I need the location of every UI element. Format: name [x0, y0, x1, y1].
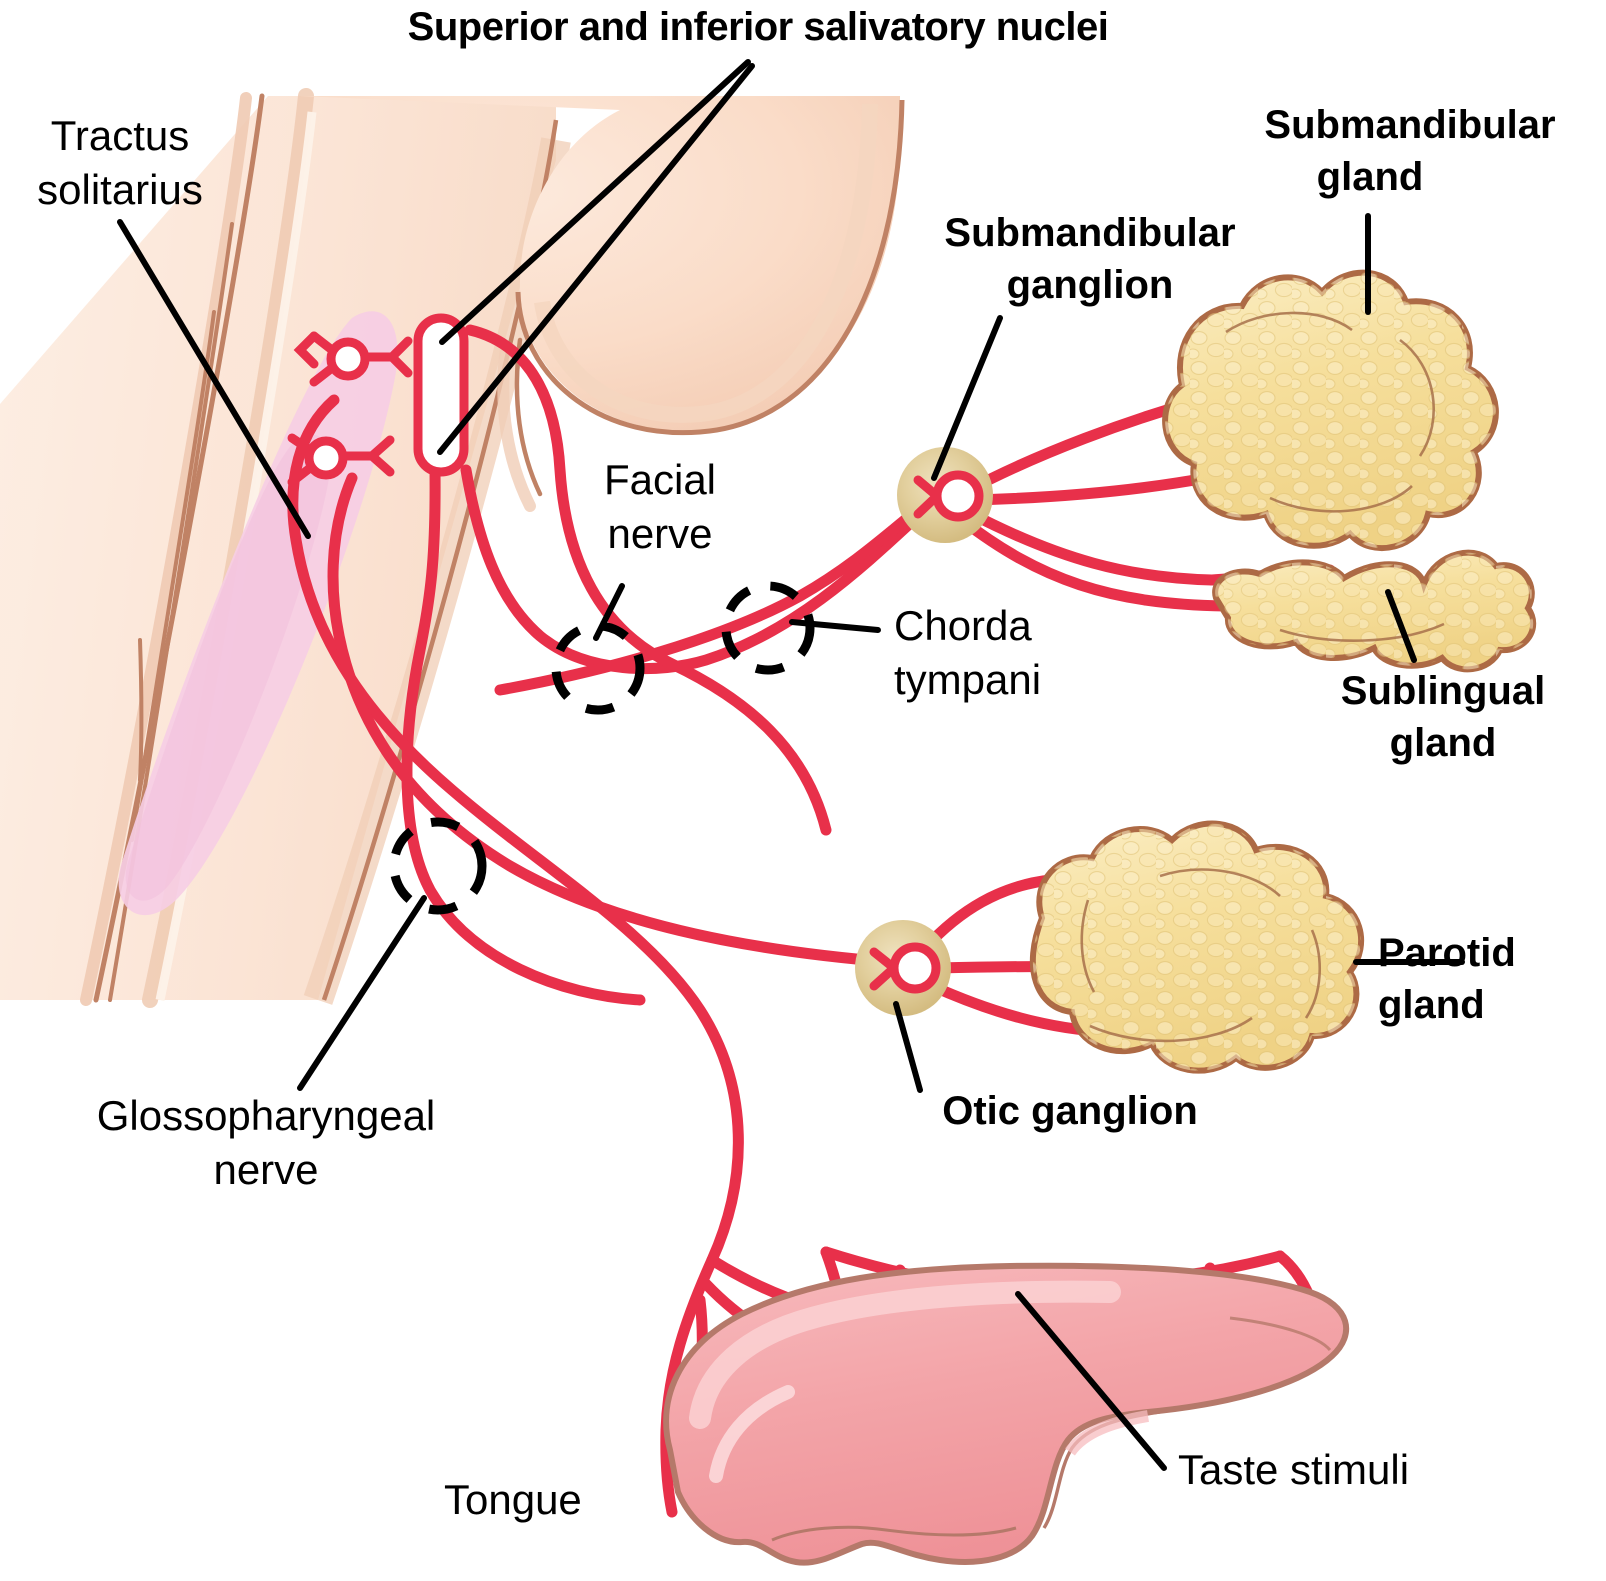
label-facial-nerve-line1: Facial	[603, 456, 717, 503]
path-smg-to-subling-2	[956, 514, 1231, 612]
label-parotid-gland-line1: Parotid	[1378, 931, 1516, 975]
label-taste-stimuli: Taste stimuli	[1178, 1446, 1410, 1493]
path-smg-to-subling-1	[962, 506, 1218, 586]
label-submandibular-gland-line2: gland	[1316, 155, 1424, 199]
path-glossopharyngeal	[327, 472, 896, 968]
leader-chorda-tympani	[789, 619, 881, 633]
label-glossopharyngeal-nerve-line2: nerve	[213, 1146, 319, 1193]
label-submandibular-gland-line1: Submandibular	[1264, 103, 1556, 147]
label-facial-nerve-line2: nerve	[607, 510, 713, 557]
label-submandibular-ganglion-line1: Submandibular	[944, 211, 1236, 255]
leader-tractus-solitarius	[117, 219, 311, 539]
otic-ganglion	[855, 920, 951, 1016]
label-sublingual-gland-line2: gland	[1389, 721, 1497, 765]
leader-sublingual-gland	[1385, 589, 1417, 663]
parotid-gland	[1029, 820, 1365, 1074]
label-chorda-tympani-line2: tympani	[894, 656, 1042, 703]
label-submandibular-ganglion-line2: ganglion	[1006, 263, 1174, 307]
leader-glossopharyngeal	[297, 895, 427, 1091]
neuron-inferior	[287, 433, 395, 487]
label-tractus-solitarius-line2: solitarius	[37, 166, 203, 213]
chorda-tympani-marker	[721, 581, 815, 675]
label-chorda-tympani-line1: Chorda	[894, 602, 1032, 649]
path-solitary-tract	[287, 394, 744, 1518]
path-descending-left	[401, 464, 646, 1006]
label-tongue: Tongue	[444, 1476, 582, 1523]
path-loop-right	[464, 324, 832, 836]
label-parotid-gland-line2: gland	[1378, 983, 1485, 1027]
path-chorda-tympani	[494, 494, 936, 696]
leader-otic-ganglion	[893, 1001, 923, 1093]
label-glossopharyngeal-nerve-line1: Glossopharyngeal	[96, 1092, 436, 1139]
leader-facial-nerve	[593, 583, 625, 641]
path-otic-to-parotid-1	[919, 874, 1056, 954]
neuron-superior	[293, 331, 413, 387]
label-tractus-solitarius-line1: Tractus	[50, 112, 190, 159]
submandibular-gland	[1162, 269, 1499, 552]
submandibular-ganglion	[897, 447, 993, 543]
label-sublingual-gland-line1: Sublingual	[1340, 669, 1546, 713]
leader-taste-stimuli	[1015, 1291, 1167, 1471]
brainstem	[0, 88, 571, 1008]
leader-title-superior	[439, 59, 751, 345]
facial-nerve-marker	[551, 621, 645, 715]
leader-lines	[117, 59, 1465, 1471]
leader-title-inferior	[437, 63, 755, 455]
leader-submandibular-ganglion	[931, 315, 1003, 481]
page-title: Superior and inferior salivatory nuclei	[407, 5, 1109, 49]
path-smg-to-submand-2	[962, 472, 1212, 506]
label-otic-ganglion: Otic ganglion	[942, 1089, 1198, 1133]
sublingual-gland	[1212, 549, 1537, 673]
tongue	[663, 1262, 1350, 1566]
nerve-section-markers	[389, 581, 815, 915]
glossopharyngeal-marker	[389, 817, 487, 915]
